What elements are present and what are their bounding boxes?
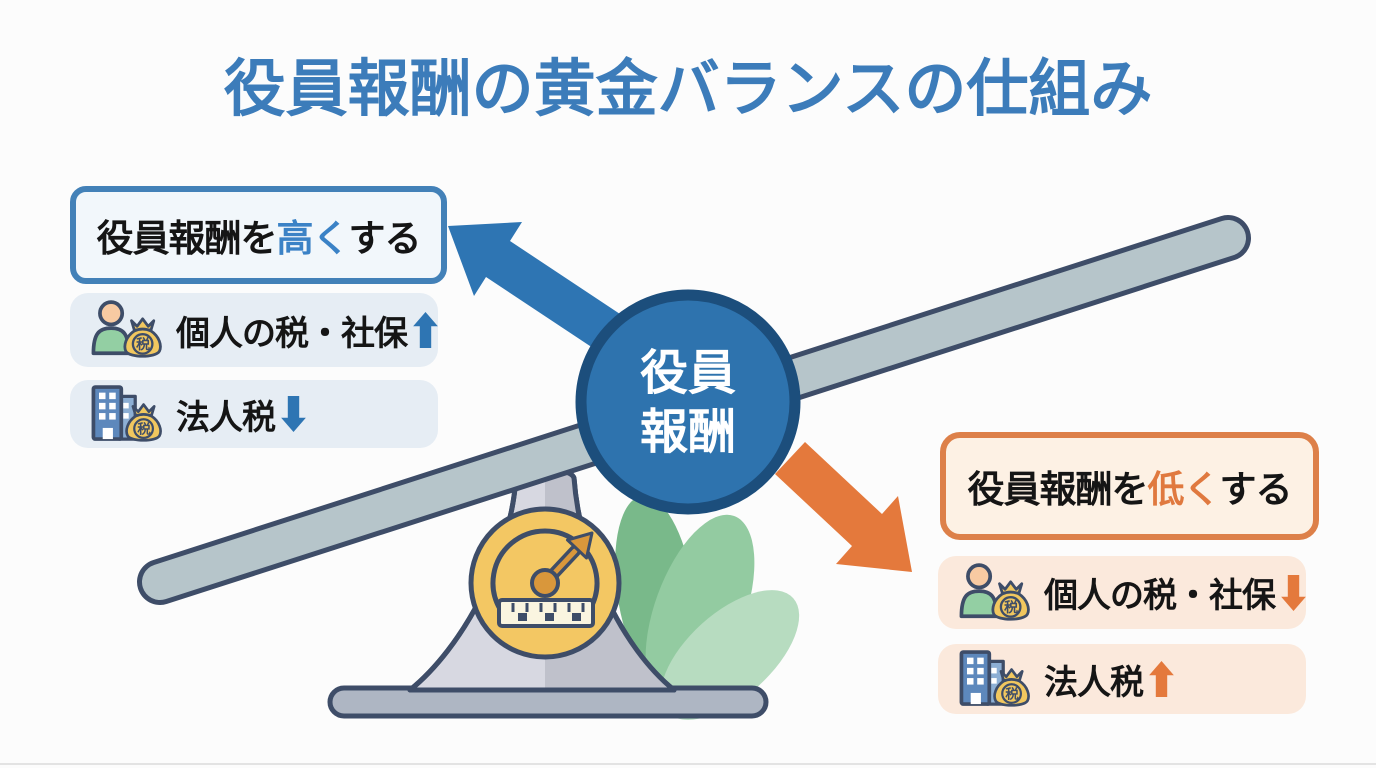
up-arrow-icon	[412, 311, 439, 349]
list-item-corporate-tax-up: 法人税	[938, 644, 1306, 714]
item-label: 法人税	[1044, 662, 1144, 703]
lower-compensation-header: 役員報酬を低くする	[940, 432, 1319, 540]
down-arrow-icon	[280, 395, 307, 433]
building-tax-bag-icon	[86, 383, 164, 445]
balance-gauge	[468, 506, 622, 660]
header-text: する	[1219, 468, 1293, 511]
list-item-personal-tax-up: 個人の税・社保	[70, 293, 438, 367]
leaves-decoration	[615, 495, 800, 720]
pivot-label-line1: 役員	[640, 345, 736, 401]
header-highlight: 高く	[276, 217, 350, 260]
building-tax-bag-icon	[954, 648, 1032, 710]
person-tax-bag-icon	[86, 299, 164, 361]
raise-compensation-header: 役員報酬を高くする	[70, 186, 447, 284]
item-label: 法人税	[176, 397, 276, 438]
header-highlight: 低く	[1147, 468, 1221, 511]
list-item-personal-tax-down: 個人の税・社保	[938, 556, 1306, 629]
bottom-divider	[0, 763, 1376, 765]
down-arrow-icon	[1280, 574, 1307, 612]
pivot-label-line2: 報酬	[640, 404, 736, 460]
item-label: 個人の税・社保	[1044, 576, 1276, 616]
up-arrow-icon	[1148, 660, 1175, 698]
header-text: 役員報酬を	[967, 468, 1149, 511]
person-tax-bag-icon	[954, 562, 1032, 624]
executive-compensation-pivot: 役員 報酬	[575, 289, 801, 515]
item-label: 個人の税・社保	[176, 313, 408, 354]
page-title: 役員報酬の黄金バランスの仕組み	[223, 52, 1153, 125]
raise-direction-arrow	[448, 222, 620, 350]
header-text: 役員報酬を	[96, 217, 278, 260]
lower-direction-arrow	[775, 442, 912, 572]
list-item-corporate-tax-down: 法人税	[70, 380, 438, 448]
header-text: する	[348, 217, 422, 260]
